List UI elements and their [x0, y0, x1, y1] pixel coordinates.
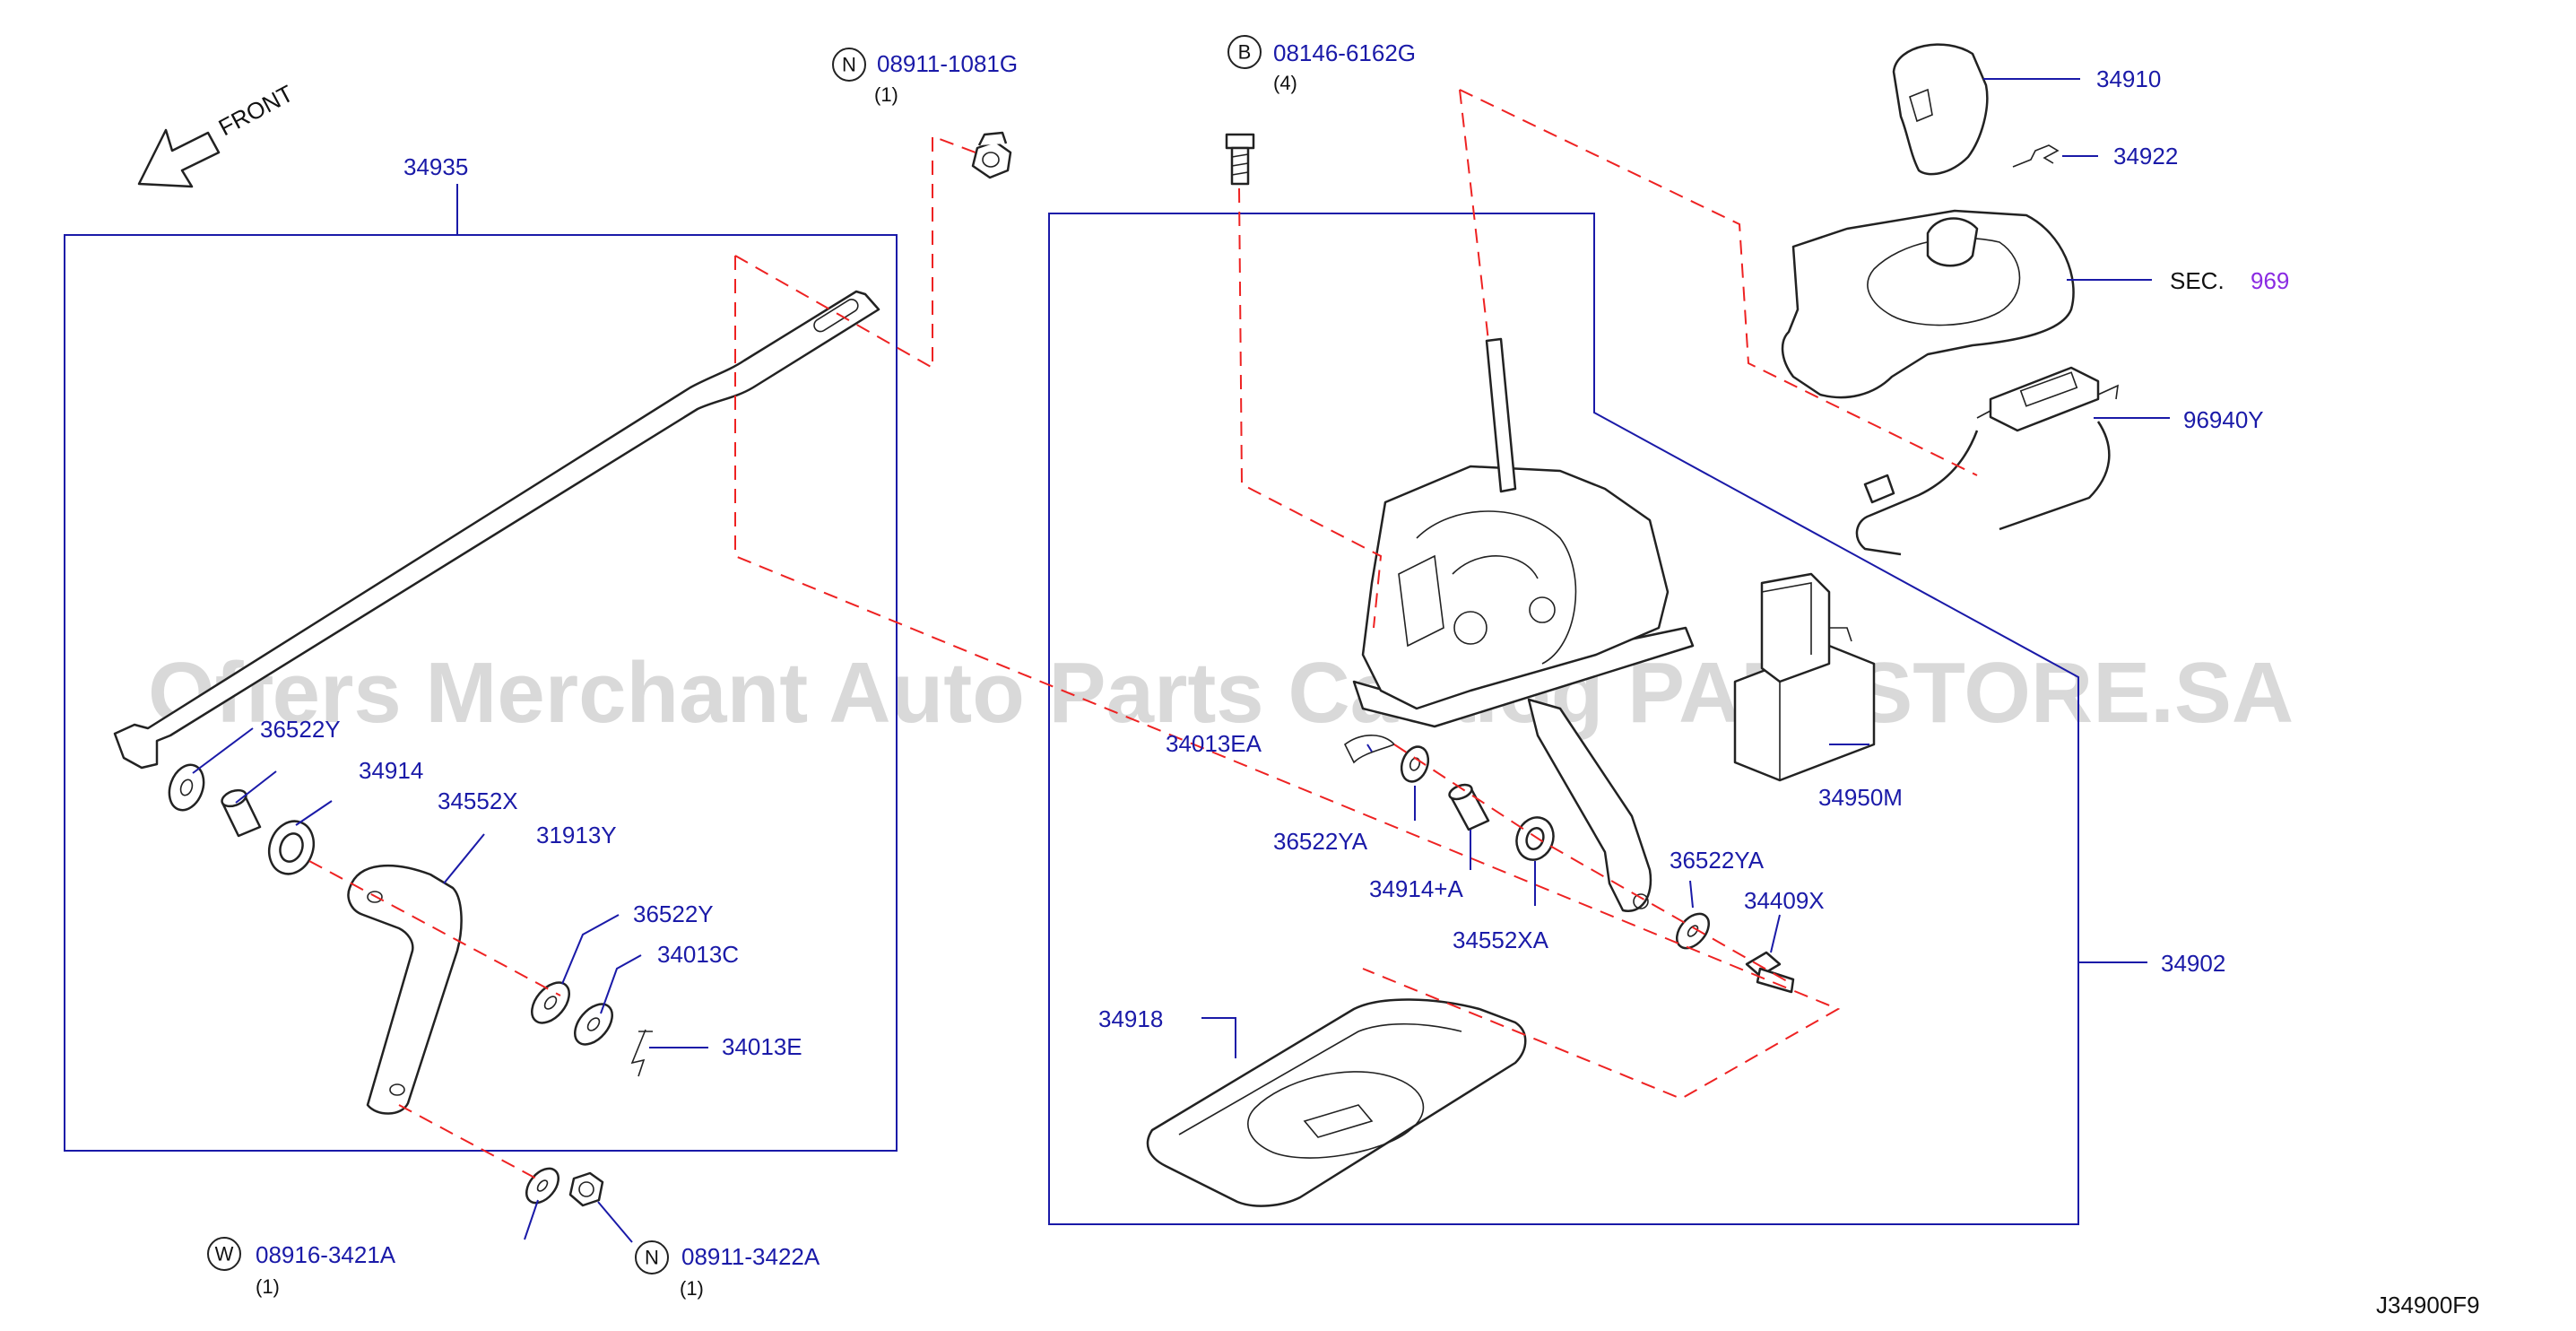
- label-34013c: 34013C: [657, 941, 739, 968]
- label-34914: 34914: [359, 757, 423, 784]
- label-36522ya-a: 36522YA: [1273, 828, 1368, 855]
- label-36522y-a: 36522Y: [260, 716, 341, 743]
- washer-36522y-b: [531, 981, 570, 1024]
- qty-08916-3421a: (1): [256, 1275, 280, 1298]
- label-34950m: 34950M: [1818, 784, 1903, 811]
- prefix-n2: N: [645, 1247, 659, 1269]
- qty-08146-6162g: (4): [1273, 72, 1297, 94]
- label-08916-3421a: 08916-3421A: [256, 1241, 396, 1268]
- label-36522y-b: 36522Y: [633, 900, 714, 927]
- watermark: Offers Merchant Auto Parts Catalog PARTS…: [148, 645, 2294, 741]
- prefix-w1: W: [215, 1243, 234, 1266]
- washer-34013c: [574, 1003, 613, 1046]
- label-36522ya-b: 36522YA: [1670, 847, 1765, 874]
- bushing-34914: [221, 788, 262, 838]
- grommet-34552xa: [1515, 816, 1555, 861]
- label-34935: 34935: [403, 153, 468, 180]
- label-34918: 34918: [1098, 1005, 1163, 1032]
- pin-34409x: [1745, 951, 1795, 994]
- relay-34950m: [1733, 572, 1876, 782]
- label-34013e: 34013E: [722, 1033, 802, 1060]
- washer-36522y-a: [168, 763, 205, 812]
- nut-08911-1081g: [971, 131, 1012, 179]
- label-34902: 34902: [2161, 950, 2225, 977]
- bushing-34914a: [1448, 783, 1490, 831]
- module-96940y: [1855, 366, 2119, 556]
- qty-08911-1081g: (1): [874, 83, 898, 106]
- bolt-08146: [1225, 133, 1255, 186]
- indicator-panel-34918: [1146, 998, 1527, 1207]
- label-34552x: 34552X: [438, 787, 518, 814]
- nut-08911-3422a: [568, 1171, 604, 1207]
- diagram-id: J34900F9: [2376, 1292, 2480, 1318]
- label-34552xa: 34552XA: [1453, 926, 1549, 953]
- prefix-w-circle-icon: [207, 1237, 241, 1271]
- prefix-b1: B: [1238, 41, 1252, 64]
- label-08146-6162g: 08146-6162G: [1273, 39, 1416, 66]
- label-34013ea: 34013EA: [1166, 730, 1262, 757]
- shifter-assembly-part: [1352, 337, 1695, 913]
- clip-34013e: [630, 1029, 653, 1077]
- label-08911-1081g: 08911-1081G: [877, 50, 1018, 77]
- label-34914a: 34914+A: [1369, 875, 1463, 902]
- control-rod-part: [113, 290, 880, 770]
- label-08911-3422a: 08911-3422A: [681, 1243, 820, 1270]
- prefix-n2-circle-icon: [635, 1240, 669, 1274]
- prefix-n1: N: [842, 54, 856, 76]
- leader-lines: [192, 78, 2170, 1243]
- label-34910: 34910: [2096, 65, 2161, 92]
- label-96940y: 96940Y: [2183, 406, 2264, 433]
- label-31913y: 31913Y: [536, 822, 617, 848]
- label-34922: 34922: [2113, 143, 2178, 170]
- console-cover-part: [1781, 209, 2075, 399]
- grommet-34552x: [267, 820, 316, 875]
- front-arrow-icon: [137, 128, 221, 188]
- box-34902: [1048, 213, 2079, 1225]
- knob-34910: [1892, 43, 1989, 176]
- assembly-guide-lines: [308, 89, 1978, 1180]
- washer-36522ya-a: [1400, 745, 1430, 783]
- prefix-b-circle-icon: [1227, 35, 1262, 69]
- box-34935: [64, 234, 898, 1152]
- label-sec: SEC.: [2170, 267, 2225, 294]
- washer-08916: [525, 1167, 559, 1205]
- label-sec-number: 969: [2251, 267, 2289, 294]
- front-label: FRONT: [214, 80, 298, 142]
- washer-36522ya-b: [1676, 912, 1710, 950]
- prefix-n-circle-icon: [832, 48, 866, 82]
- label-34409x: 34409X: [1744, 887, 1825, 914]
- qty-08911-3422a: (1): [680, 1277, 704, 1300]
- clip-34922: [2012, 144, 2060, 168]
- lever-31913y-part: [347, 865, 463, 1115]
